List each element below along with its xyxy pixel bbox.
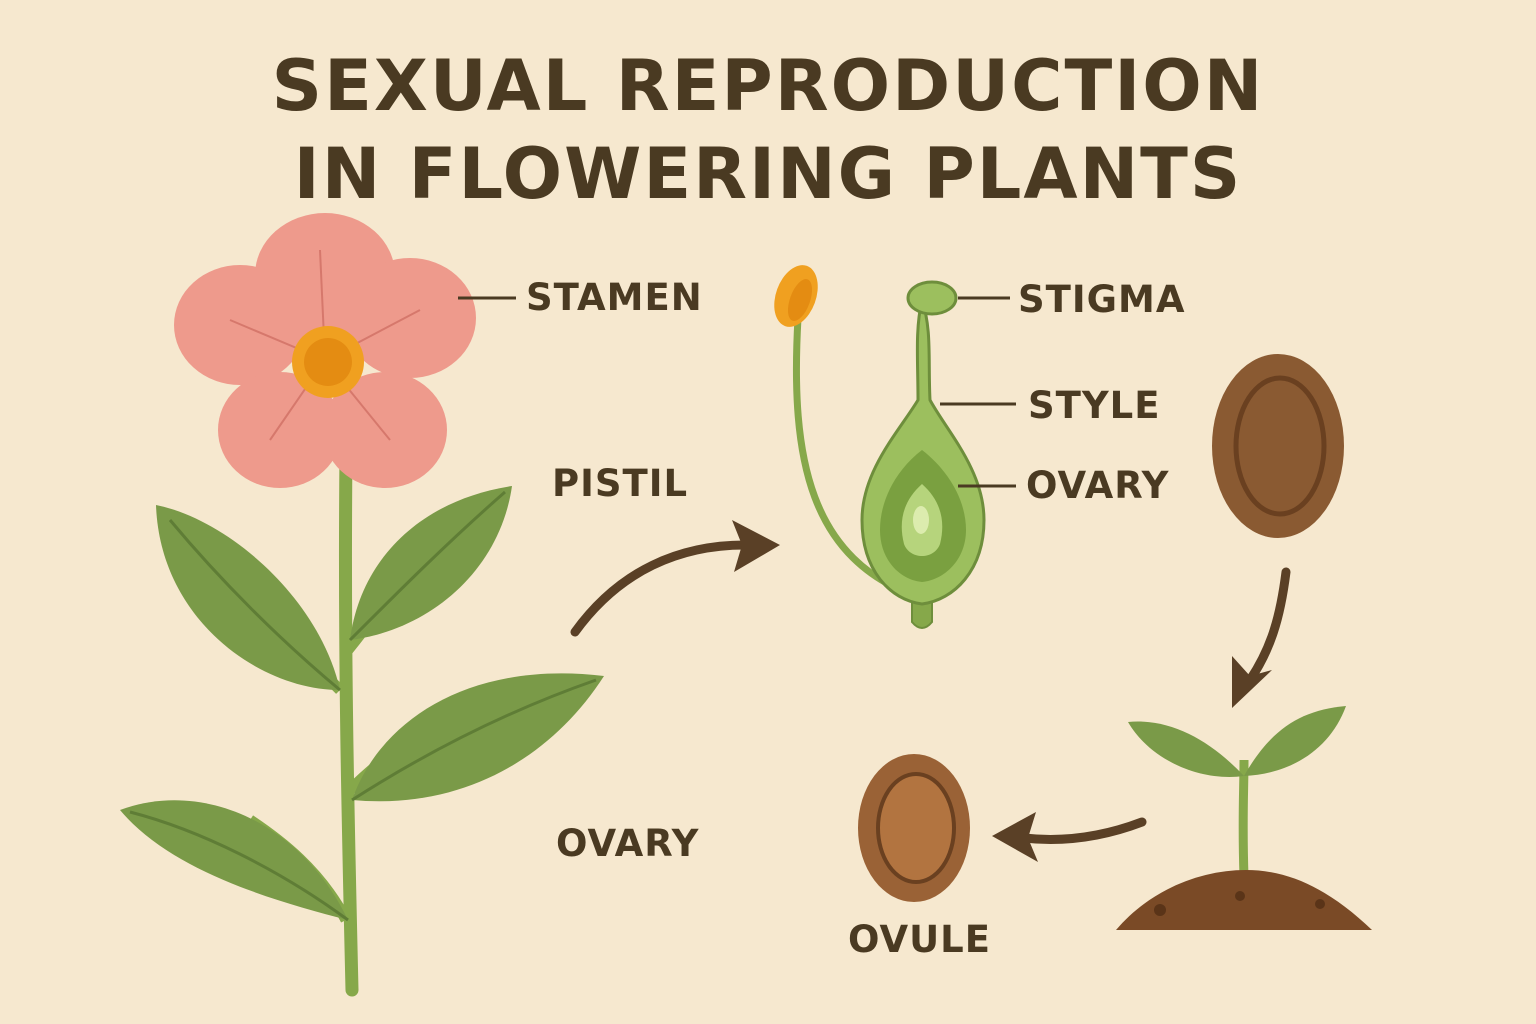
- label-pistil: PISTIL: [552, 462, 689, 505]
- arrow-icon: [1232, 567, 1291, 708]
- label-stigma: STIGMA: [1018, 278, 1186, 321]
- pistil-icon: [860, 280, 986, 629]
- title-line-2: IN FLOWERING PLANTS: [293, 133, 1243, 215]
- label-ovary-right: OVARY: [1026, 464, 1170, 507]
- flower-icon: [120, 213, 604, 997]
- ovule-icon: [858, 754, 970, 902]
- label-ovule: OVULE: [848, 918, 991, 961]
- arrow-icon: [992, 812, 1147, 862]
- arrow-icon: [570, 520, 780, 637]
- seed-icon: [1212, 354, 1344, 538]
- diagram-title: SEXUAL REPRODUCTION IN FLOWERING PLANTS: [0, 42, 1536, 218]
- seedling-icon: [1116, 706, 1372, 930]
- label-style: STYLE: [1028, 384, 1161, 427]
- label-ovary-left: OVARY: [556, 822, 700, 865]
- label-stamen: STAMEN: [526, 276, 703, 319]
- title-line-1: SEXUAL REPRODUCTION: [271, 45, 1265, 127]
